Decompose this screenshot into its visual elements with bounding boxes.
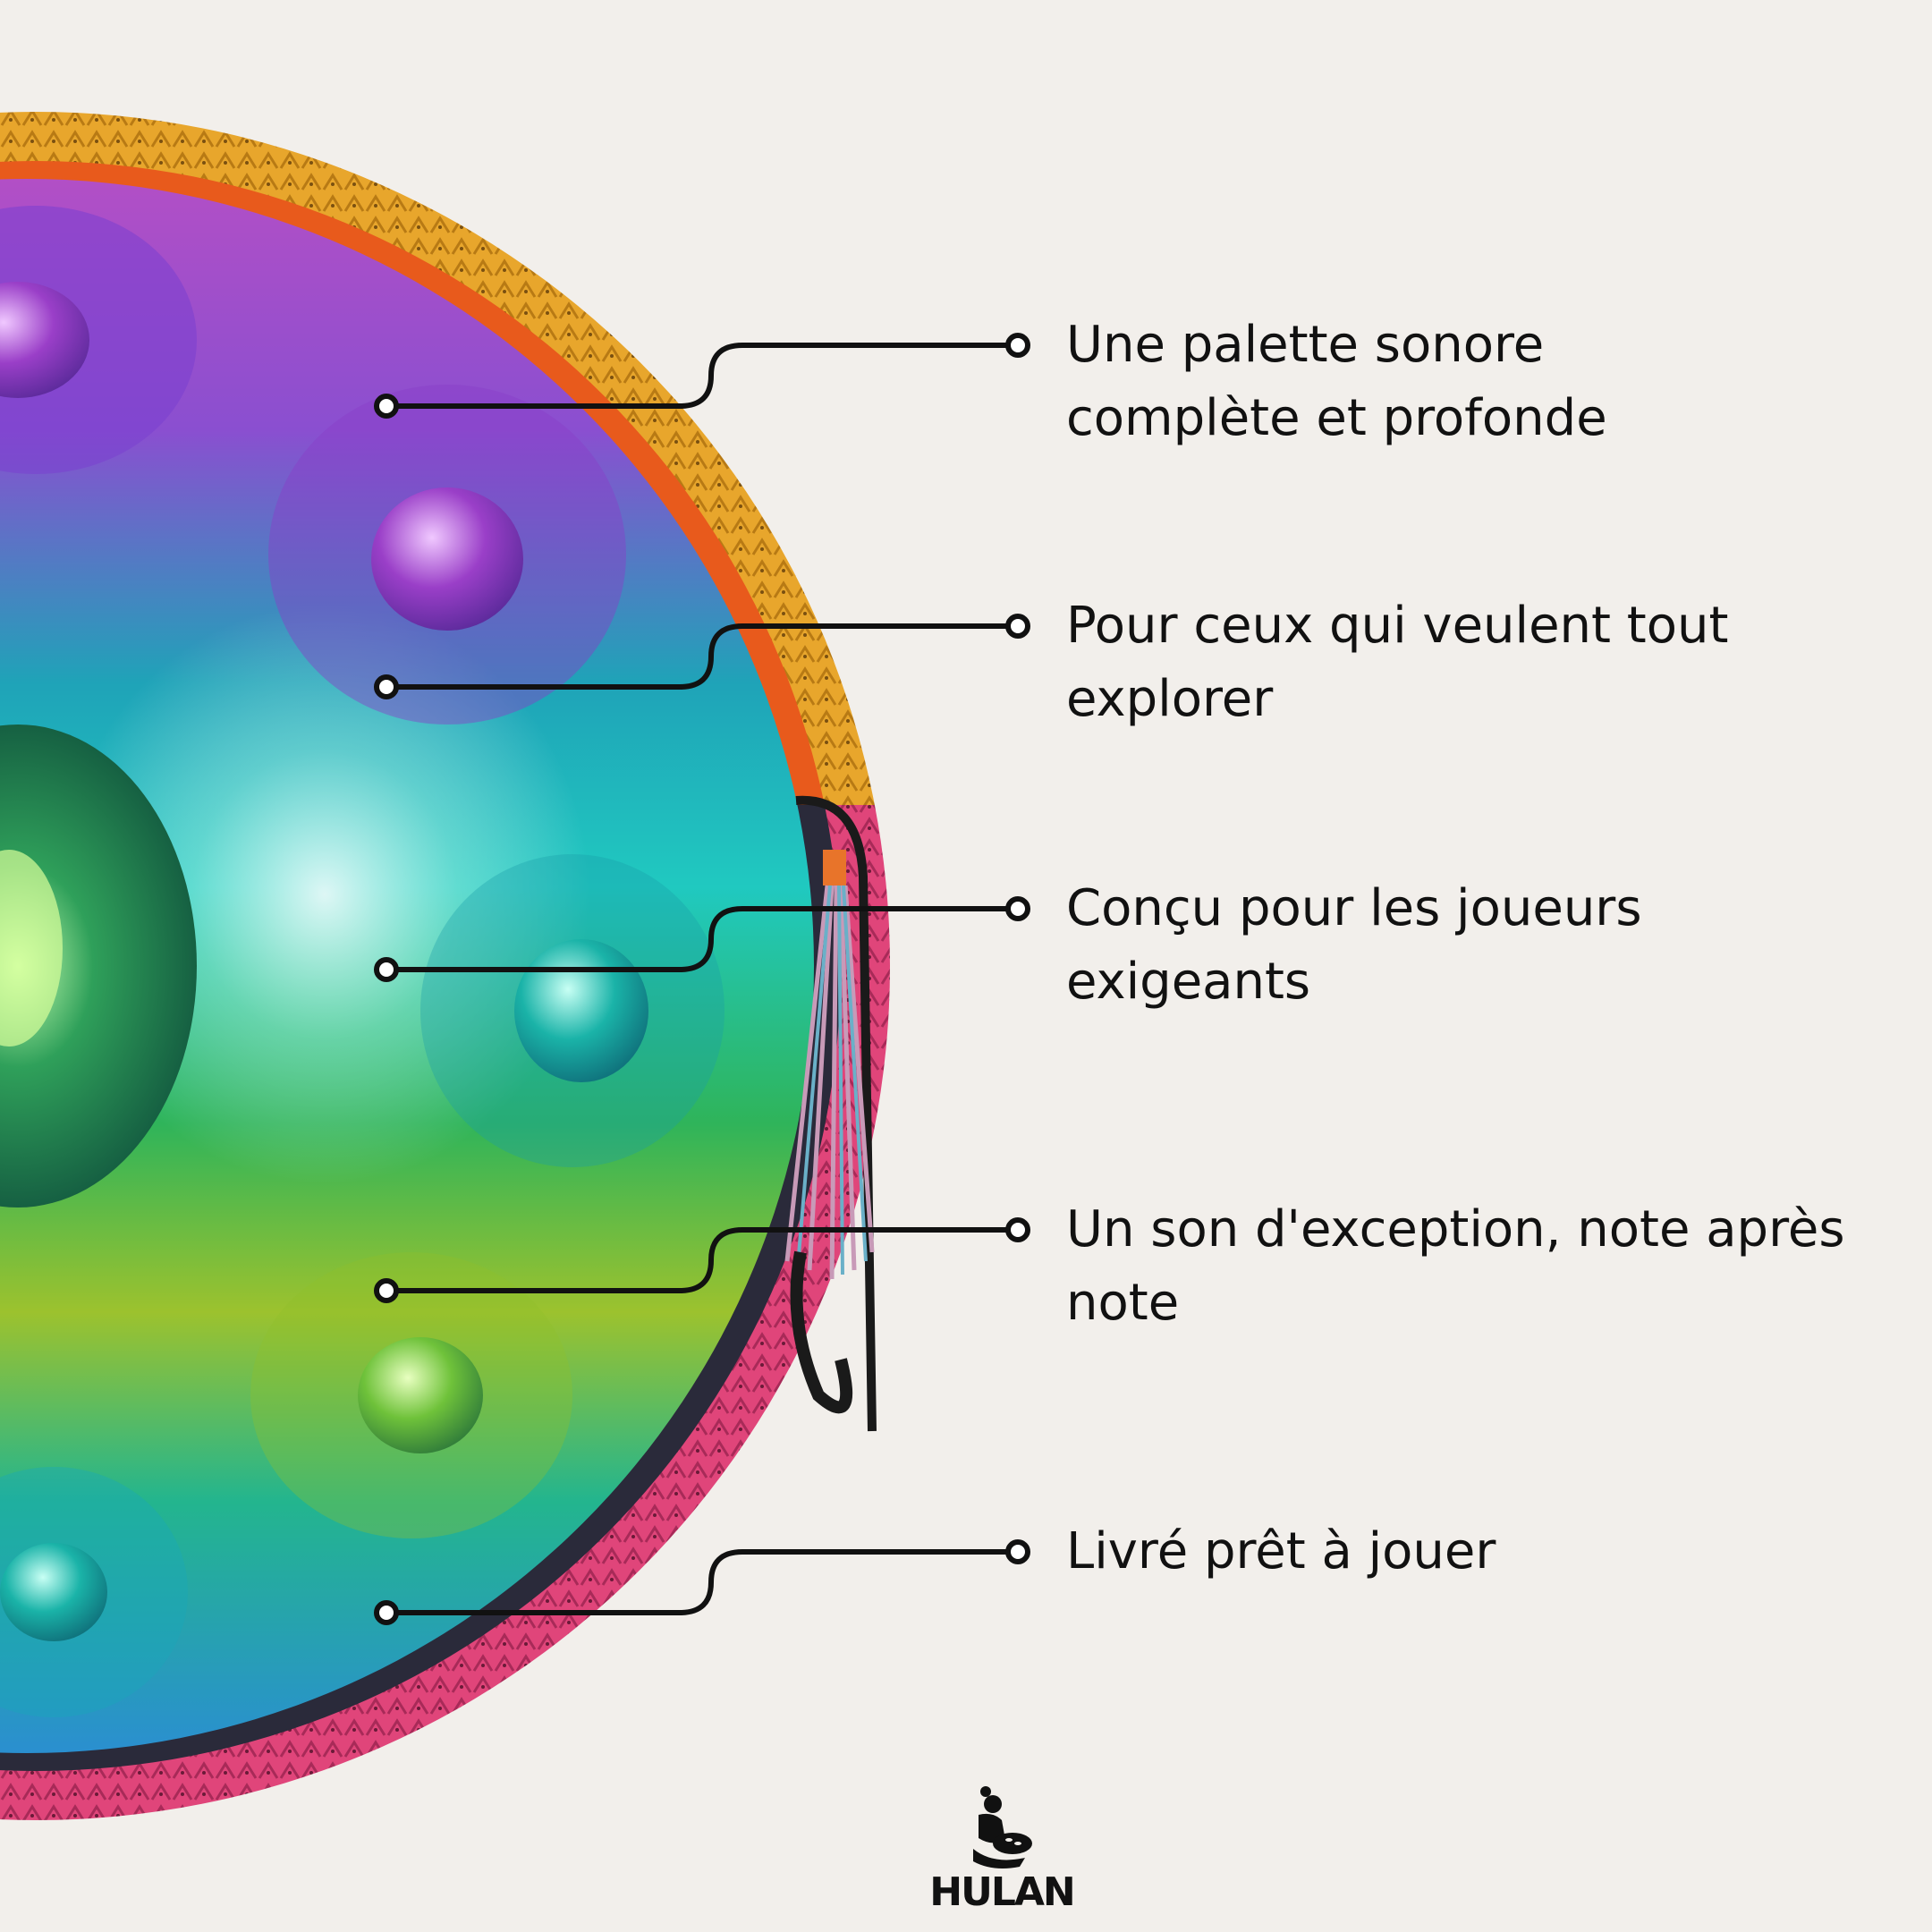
feature-3: Conçu pour les joueurs exigeants <box>1066 872 1889 1019</box>
feature-1: Une palette sonore complète et profonde <box>1066 309 1889 455</box>
callout-dot-4a <box>374 1278 399 1303</box>
handpan-tone-fields <box>0 206 724 1717</box>
callout-line-1 <box>386 343 1018 409</box>
callout-dot-3a <box>374 957 399 982</box>
callout-dot-1b <box>1005 333 1030 358</box>
person-playing-handpan-icon <box>973 1786 1032 1868</box>
feature-4: Un son d'exception, note après note <box>1066 1193 1889 1340</box>
feature-3-line-1: Conçu pour les joueurs <box>1066 879 1642 937</box>
callout-dot-5b <box>1005 1539 1030 1564</box>
feature-3-line-2: exigeants <box>1066 953 1311 1011</box>
callout-line-2 <box>386 623 1018 690</box>
feature-4-line-2: note <box>1066 1274 1180 1332</box>
handpan-ding <box>0 724 197 1208</box>
brand-name: HULAN <box>929 1869 1075 1915</box>
feature-5-line-1: Livré prêt à jouer <box>1066 1522 1496 1580</box>
callout-dot-4b <box>1005 1217 1030 1242</box>
handpan-tassel <box>784 795 877 1432</box>
callout-line-4 <box>386 1227 1018 1293</box>
callout-dot-3b <box>1005 896 1030 921</box>
feature-1-line-2: complète et profonde <box>1066 389 1607 447</box>
callout-dot-1a <box>374 394 399 419</box>
feature-2-line-2: explorer <box>1066 670 1274 728</box>
callout-dot-2a <box>374 674 399 699</box>
callout-line-3 <box>386 906 1018 972</box>
callout-dot-2b <box>1005 614 1030 639</box>
feature-2: Pour ceux qui veulent tout explorer <box>1066 589 1889 736</box>
feature-1-line-1: Une palette sonore <box>1066 316 1545 374</box>
feature-2-line-1: Pour ceux qui veulent tout <box>1066 597 1729 655</box>
callout-line-5 <box>386 1549 1018 1615</box>
feature-5: Livré prêt à jouer <box>1066 1515 1889 1589</box>
callout-dot-5a <box>374 1600 399 1625</box>
feature-4-line-1: Un son d'exception, note après <box>1066 1200 1845 1258</box>
